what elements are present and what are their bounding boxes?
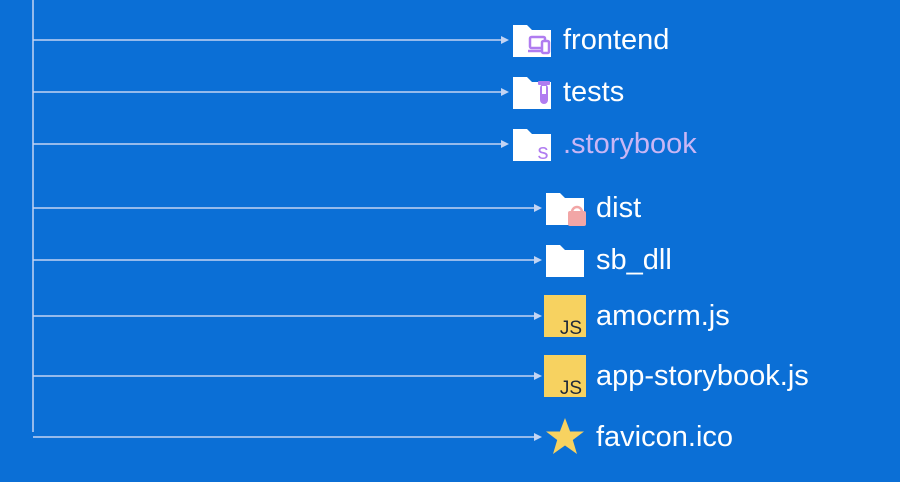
tree-item-storybook[interactable]: s .storybook: [511, 123, 697, 165]
tree-item-label: frontend: [563, 23, 670, 56]
folder-storybook-icon: s: [513, 129, 551, 164]
tree-item-label: amocrm.js: [596, 299, 730, 332]
tree-item-tests[interactable]: tests: [511, 71, 624, 113]
tree-item-favicon[interactable]: favicon.ico: [544, 416, 733, 458]
arrowhead: [501, 140, 509, 148]
tree-item-label: tests: [563, 75, 625, 108]
tree-item-label: dist: [596, 191, 642, 224]
arrowhead: [534, 312, 542, 320]
arrowhead: [501, 36, 509, 44]
tree-item-app-storybook-js[interactable]: JS app-storybook.js: [544, 355, 809, 397]
folder-icon: [546, 245, 584, 277]
tree-item-dist[interactable]: dist: [544, 187, 641, 229]
arrowhead: [534, 256, 542, 264]
arrowhead: [501, 88, 509, 96]
tree-item-sb-dll[interactable]: sb_dll: [544, 239, 672, 281]
tree-item-frontend[interactable]: frontend: [511, 19, 669, 61]
tree-item-amocrm-js[interactable]: JS amocrm.js: [544, 295, 730, 337]
arrowhead: [534, 372, 542, 380]
svg-text:s: s: [538, 139, 549, 164]
tree-item-label: sb_dll: [596, 243, 672, 276]
svg-text:JS: JS: [560, 318, 582, 337]
tree-item-label: .storybook: [563, 127, 697, 160]
tree-item-label: app-storybook.js: [596, 359, 809, 392]
arrowhead: [534, 204, 542, 212]
arrowhead: [534, 433, 542, 441]
folder-package-icon: [546, 193, 586, 226]
tree-item-label: favicon.ico: [596, 420, 734, 453]
js-file-icon: JS: [544, 355, 586, 397]
js-file-icon: JS: [544, 295, 586, 337]
star-icon: [546, 418, 584, 454]
folder-devices-icon: [513, 25, 551, 57]
svg-text:JS: JS: [560, 378, 582, 397]
folder-test-tube-icon: [513, 77, 551, 109]
